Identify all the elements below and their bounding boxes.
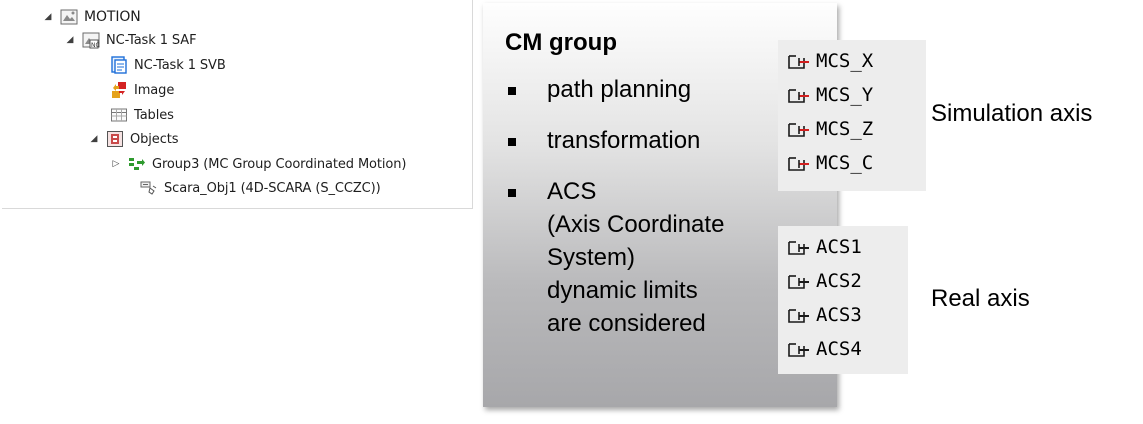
tree-item-objects[interactable]: ◢ Objects — [88, 128, 179, 150]
tree-item-nc-task-saf[interactable]: ◢ NC NC-Task 1 SAF — [64, 29, 197, 51]
bullet-list: path planning transformation ACS (Axis C… — [505, 73, 835, 358]
tree-item-group3[interactable]: ▷ Group3 (MC Group Coordinated Motion) — [110, 153, 407, 175]
simulation-axis-caption: Simulation axis — [931, 100, 1093, 127]
bullet-acs: ACS (Axis Coordinate System) dynamic lim… — [505, 175, 835, 340]
axis-icon — [788, 121, 810, 137]
real-axis-caption: Real axis — [931, 285, 1030, 312]
bullet-path-planning: path planning — [505, 73, 835, 106]
tree-item-label: NC-Task 1 SAF — [106, 32, 197, 48]
bullet-text: are considered — [547, 310, 706, 337]
axis-icon — [788, 155, 810, 171]
axis-item-acs1[interactable]: ACS1 — [788, 230, 900, 264]
axis-label: ACS4 — [816, 338, 862, 360]
axis-icon — [788, 87, 810, 103]
axis-item-mcs-x[interactable]: MCS_X — [788, 44, 918, 78]
tree-item-label: MOTION — [84, 9, 141, 25]
expanded-arrow-icon[interactable]: ◢ — [66, 35, 74, 45]
tree-item-tables[interactable]: Tables — [110, 104, 174, 126]
axis-label: ACS1 — [816, 236, 862, 258]
axis-item-mcs-c[interactable]: MCS_C — [788, 146, 918, 180]
tables-icon — [110, 106, 128, 124]
tree-item-nc-task-svb[interactable]: NC-Task 1 SVB — [110, 54, 226, 76]
tree-item-image[interactable]: Image — [110, 79, 174, 101]
image-icon — [110, 81, 128, 99]
tree-item-label: NC-Task 1 SVB — [134, 57, 226, 73]
axis-item-acs2[interactable]: ACS2 — [788, 264, 900, 298]
axis-icon — [788, 239, 810, 255]
tree-item-label: Tables — [134, 107, 174, 123]
tree-item-label: Scara_Obj1 (4D-SCARA (S_CCZC)) — [164, 180, 381, 196]
bullet-text: (Axis Coordinate — [547, 211, 725, 238]
axis-item-mcs-z[interactable]: MCS_Z — [788, 112, 918, 146]
axis-icon — [788, 307, 810, 323]
tree-item-motion[interactable]: ◢ MOTION — [42, 6, 141, 28]
axis-label: ACS3 — [816, 304, 862, 326]
axis-item-acs3[interactable]: ACS3 — [788, 298, 900, 332]
bullet-text: transformation — [547, 127, 701, 154]
svg-text:NC: NC — [91, 42, 100, 49]
group-icon — [128, 155, 146, 173]
expanded-arrow-icon[interactable]: ◢ — [44, 12, 52, 22]
tree-item-label: Image — [134, 82, 175, 98]
expanded-arrow-icon[interactable]: ◢ — [90, 134, 98, 144]
tree-item-label: Group3 (MC Group Coordinated Motion) — [152, 156, 407, 172]
bullet-text: ACS — [547, 178, 597, 205]
axis-label: MCS_Y — [816, 84, 874, 106]
motion-icon — [60, 8, 78, 26]
scara-object-icon — [140, 179, 158, 197]
bullet-text: path planning — [547, 76, 692, 103]
objects-icon — [106, 130, 124, 148]
axis-label: ACS2 — [816, 270, 862, 292]
nc-task-icon: NC — [82, 31, 100, 49]
axis-item-acs4[interactable]: ACS4 — [788, 332, 900, 366]
simulation-axis-list: MCS_X MCS_Y MCS_Z MCS_C — [778, 40, 926, 191]
collapsed-arrow-icon[interactable]: ▷ — [112, 159, 120, 169]
bullet-text: dynamic limits — [547, 277, 698, 304]
tree-item-label: Objects — [130, 131, 179, 147]
axis-label: MCS_C — [816, 152, 874, 174]
bullet-transformation: transformation — [505, 124, 835, 157]
axis-icon — [788, 53, 810, 69]
axis-icon — [788, 273, 810, 289]
axis-icon — [788, 341, 810, 357]
axis-item-mcs-y[interactable]: MCS_Y — [788, 78, 918, 112]
axis-label: MCS_Z — [816, 118, 874, 140]
axis-label: MCS_X — [816, 50, 874, 72]
real-axis-list: ACS1 ACS2 ACS3 ACS4 — [778, 226, 908, 374]
svb-icon — [110, 56, 128, 74]
bullet-text: System) — [547, 244, 636, 271]
solution-tree: ◢ MOTION ◢ NC NC-Task 1 SAF NC-Task 1 SV… — [2, 0, 473, 209]
tree-item-scara-obj1[interactable]: Scara_Obj1 (4D-SCARA (S_CCZC)) — [140, 177, 381, 199]
card-title: CM group — [505, 29, 617, 56]
